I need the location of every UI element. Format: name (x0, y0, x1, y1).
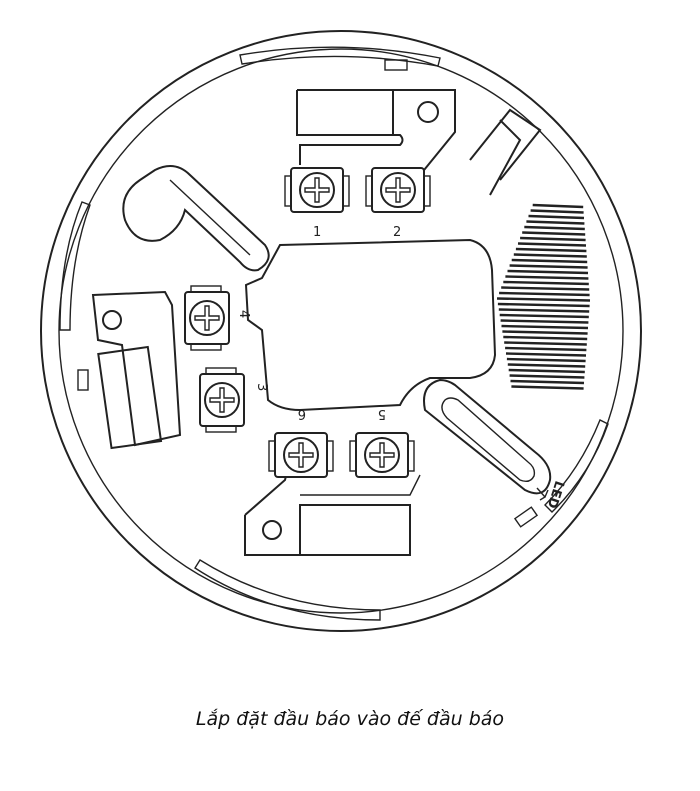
outer-ring (40, 30, 642, 632)
terminal-label-3: 3 (254, 383, 269, 391)
hatch-line (504, 341, 587, 346)
hatch-line (517, 242, 587, 247)
rim-tab (59, 201, 91, 331)
hatch-line (511, 258, 588, 264)
left-hook-slot-inner (169, 179, 251, 256)
hatch-line (498, 308, 590, 313)
right-slot-inner (441, 397, 536, 483)
left-bracket-plate (97, 345, 163, 450)
hatch-line (509, 264, 588, 269)
hatch-line (499, 313, 589, 319)
hatch-line (511, 385, 584, 390)
figure-caption: Lắp đặt đầu báo vào đế đầu báo (195, 708, 505, 730)
rim-notch (513, 506, 539, 528)
left-bracket-screw (102, 310, 122, 330)
hatch-line (500, 319, 589, 324)
hatch-line (522, 231, 586, 236)
hatch-line (520, 236, 586, 242)
bottom-bracket-screw (262, 520, 282, 540)
rim-tab (194, 559, 381, 621)
terminal-screw-icon (349, 432, 415, 478)
hatch-line (528, 214, 585, 220)
hatch-line (499, 291, 590, 297)
led-arrow-icon (536, 487, 549, 501)
terminal-screw-icon (184, 285, 230, 351)
bottom-bracket-arm (300, 474, 421, 496)
hatch-line (505, 346, 587, 352)
rim-tab (544, 419, 609, 513)
left-bracket (91, 290, 182, 447)
rim-notch (77, 369, 89, 391)
hatch-line (515, 247, 587, 253)
hatch-line (506, 357, 586, 363)
hatched-arc (496, 203, 591, 390)
rim-notch (384, 59, 408, 71)
central-opening (244, 238, 497, 412)
hatch-line (503, 280, 589, 286)
hatch-line (509, 374, 585, 379)
terminal-screw-icon (268, 432, 334, 478)
hatch-line (532, 203, 584, 209)
left-hook-slot (122, 165, 270, 272)
hatch-line (496, 297, 591, 302)
hatch-line (513, 253, 587, 258)
hatch-line (507, 363, 586, 368)
inner-ring (58, 48, 624, 614)
hatch-line (505, 275, 589, 280)
hatch-line (507, 269, 589, 275)
terminal-label-4: 4 (236, 310, 251, 318)
terminal-screw-icon (199, 367, 245, 433)
hatch-line (501, 286, 590, 291)
hatch-line (524, 225, 585, 231)
hatch-line (497, 302, 590, 308)
terminal-screw-icon (284, 167, 350, 213)
terminal-label-5: 5 (378, 406, 386, 421)
hatch-line (503, 335, 588, 341)
top-bracket-screw (417, 101, 439, 123)
hatch-line (502, 330, 588, 335)
terminal-screw-icon (365, 167, 431, 213)
terminal-label-6: 6 (298, 406, 306, 421)
top-bracket (296, 89, 456, 176)
hatch-line (501, 324, 589, 330)
terminal-label-1: 1 (313, 225, 321, 240)
right-slot (423, 378, 552, 495)
hatch-line (526, 220, 585, 225)
rim-tab (239, 46, 441, 67)
hatch-line (508, 368, 585, 374)
terminal-label-2: 2 (393, 225, 401, 240)
hatch-line (505, 352, 587, 357)
hatch-line (530, 209, 584, 214)
top-right-part (469, 108, 542, 196)
hatch-line (510, 379, 585, 385)
